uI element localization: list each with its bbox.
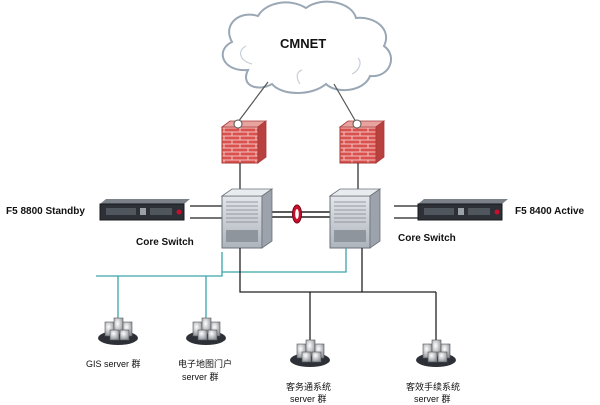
uplink-lines xyxy=(237,81,357,123)
server-group-icon xyxy=(98,317,138,345)
load-balancer-icon xyxy=(99,199,190,221)
server-group-icon xyxy=(186,317,226,345)
right-switch-label: Core Switch xyxy=(398,233,456,244)
server-group-label-line2: server 群 xyxy=(414,394,451,404)
left-switch-label: Core Switch xyxy=(136,237,194,248)
firewall-icon xyxy=(220,119,268,164)
black-distribution-lines xyxy=(239,248,437,340)
firewall-icon xyxy=(338,119,386,164)
cloud-label: CMNET xyxy=(280,36,327,51)
server-group-label-line2: server 群 xyxy=(290,394,327,404)
server-group-label: 电子地图门户 xyxy=(178,359,233,369)
load-balancer-links xyxy=(190,205,418,219)
server-group-label-line2: server 群 xyxy=(182,372,219,382)
server-group-icon xyxy=(416,339,456,367)
switch-icon xyxy=(220,188,274,249)
right-load-balancer-label: F5 8400 Active xyxy=(515,206,585,217)
switch-icon xyxy=(328,188,382,249)
cloud-icon xyxy=(221,0,392,94)
server-group-label: 客务通系统 xyxy=(286,382,332,392)
server-group-label: 客效手续系统 xyxy=(406,382,461,392)
left-load-balancer-label: F5 8800 Standby xyxy=(6,206,85,217)
load-balancer-icon xyxy=(417,199,508,221)
teal-distribution-lines xyxy=(96,248,347,318)
server-group-label: GIS server 群 xyxy=(86,359,141,369)
server-group-icon xyxy=(290,339,330,367)
stack-link xyxy=(262,204,330,224)
